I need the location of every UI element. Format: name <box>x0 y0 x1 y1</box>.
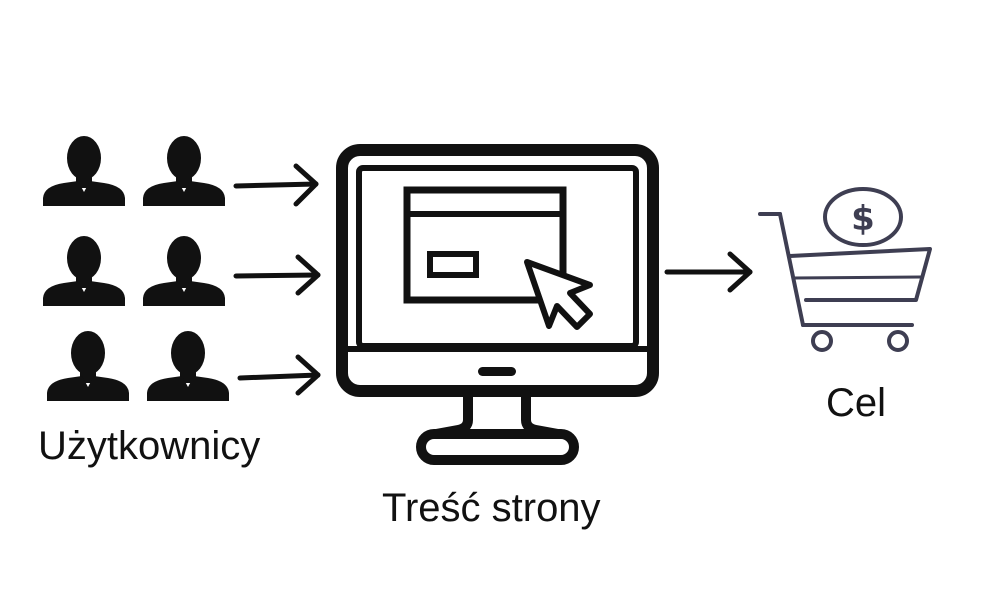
mouse-pointer-icon <box>524 259 593 330</box>
user-icon <box>147 331 229 401</box>
browser-window-icon <box>403 186 567 304</box>
goal-label: Cel <box>826 381 887 425</box>
arrow-icon <box>664 251 753 293</box>
monitor-power-indicator <box>478 367 516 376</box>
user-icon <box>43 136 125 206</box>
monitor-icon <box>336 144 659 465</box>
user-icon <box>143 236 225 306</box>
svg-text:$: $ <box>851 199 875 239</box>
arrow-icon <box>233 163 319 207</box>
page-content-label: Treść strony <box>382 486 601 530</box>
users-label: Użytkownicy <box>38 424 261 468</box>
shopping-cart-icon <box>758 212 932 352</box>
user-icon <box>143 136 225 206</box>
arrow-icon <box>233 254 321 296</box>
arrow-icon <box>237 354 321 396</box>
user-icon <box>47 331 129 401</box>
user-icon <box>43 236 125 306</box>
dollar-coin-icon: $ <box>823 187 903 247</box>
users-group <box>43 136 229 401</box>
